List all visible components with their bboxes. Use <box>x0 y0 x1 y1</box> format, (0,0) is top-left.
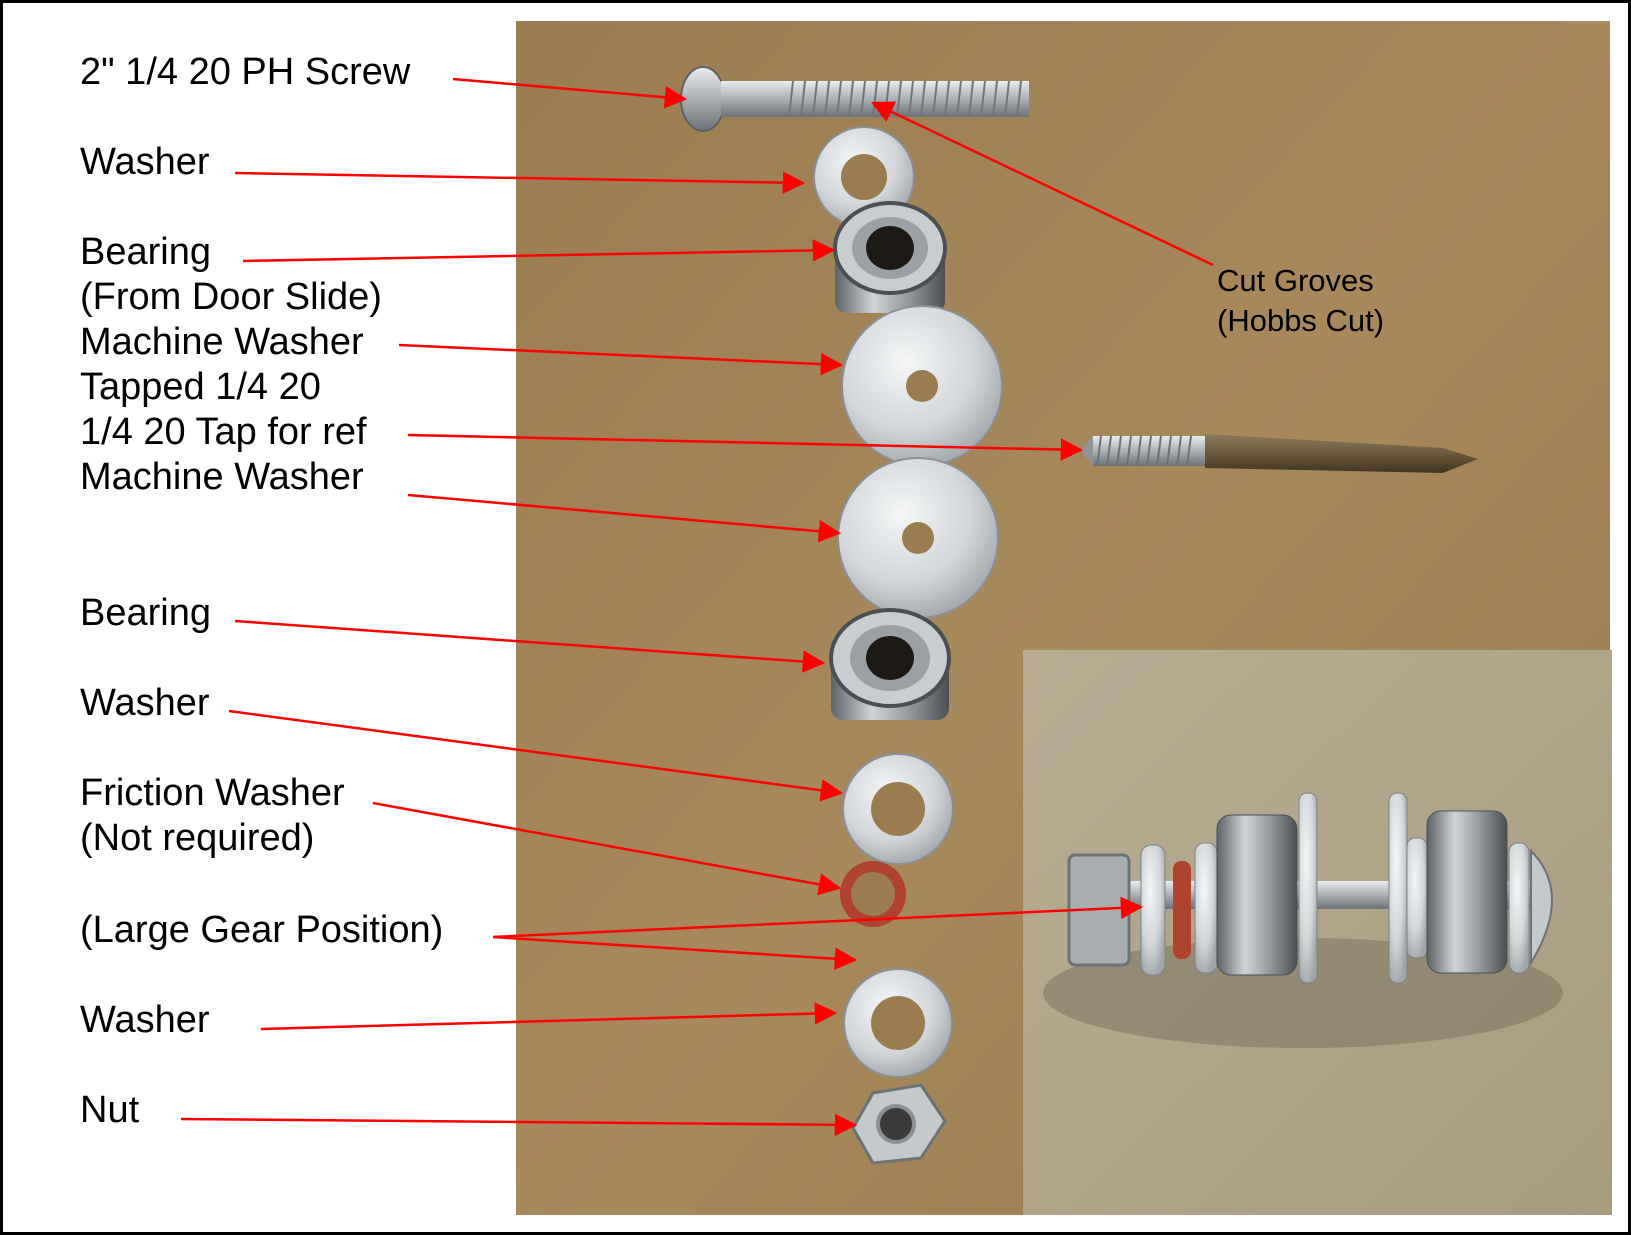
nut-icon <box>851 1083 947 1165</box>
arrow-gear-2 <box>492 935 858 970</box>
arrow-machine-washer-2 <box>407 493 842 543</box>
bearing-icon <box>829 608 951 720</box>
label-washer-3: Washer <box>80 999 210 1041</box>
arrow-bearing-2 <box>234 619 826 673</box>
label-bearing-2: Bearing <box>80 592 211 634</box>
bearing-icon <box>833 201 947 313</box>
label-cut-groves-note: (Hobbs Cut) <box>1217 303 1385 338</box>
arrow-screw <box>452 77 688 109</box>
arrow-machine-washer-1 <box>398 343 844 376</box>
arrow-tap <box>407 433 1084 461</box>
machine-washer-icon <box>841 305 1003 467</box>
label-large-gear: (Large Gear Position) <box>80 909 444 951</box>
tap-icon <box>1081 434 1478 473</box>
label-nut: Nut <box>80 1089 140 1131</box>
label-friction-washer: Friction Washer <box>80 772 345 814</box>
parts-artwork <box>180 21 1612 1215</box>
machine-washer-icon <box>837 457 999 619</box>
label-bearing-1: Bearing <box>80 231 211 273</box>
arrow-cut-groves <box>870 101 1214 267</box>
label-tapped: Tapped 1/4 20 <box>80 366 321 408</box>
label-screw: 2" 1/4 20 PH Screw <box>80 51 411 93</box>
arrow-nut <box>180 1113 858 1137</box>
washer-icon <box>842 753 954 865</box>
label-friction-note: (Not required) <box>80 817 315 859</box>
label-cut-groves: Cut Groves <box>1217 263 1374 298</box>
screw-icon <box>680 66 1029 132</box>
label-tap-ref: 1/4 20 Tap for ref <box>80 411 367 453</box>
washer-icon <box>843 968 953 1078</box>
assembly-photo <box>1023 650 1612 1215</box>
label-machine-washer-1: Machine Washer <box>80 321 364 363</box>
label-bearing-1-note: (From Door Slide) <box>80 276 382 318</box>
arrow-friction-washer <box>372 801 842 896</box>
label-washer-2: Washer <box>80 682 210 724</box>
arrow-bearing-1 <box>242 239 836 263</box>
arrow-washer-3 <box>260 1002 838 1031</box>
friction-washer-icon <box>840 861 906 927</box>
arrow-gear-1 <box>492 896 1144 939</box>
arrow-washer-2 <box>228 709 844 802</box>
label-machine-washer-2: Machine Washer <box>80 456 364 498</box>
arrow-washer-1 <box>234 171 806 194</box>
leader-arrows <box>180 77 1214 1137</box>
label-washer-1: Washer <box>80 141 210 183</box>
